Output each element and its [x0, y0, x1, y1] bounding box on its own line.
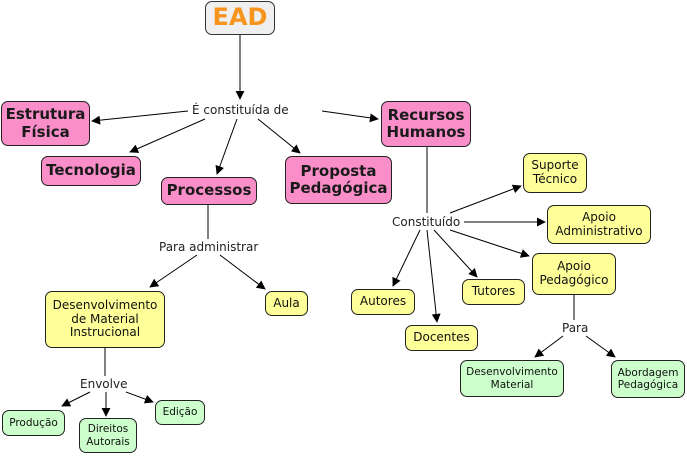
node-tecnologia[interactable]: Tecnologia [41, 156, 141, 186]
link-to-recursos-humanos [321, 110, 379, 123]
link-label-para-administrar: Para administrar [157, 240, 261, 254]
node-docentes[interactable]: Docentes [405, 325, 478, 351]
link-to-desenvolvimento-material [534, 335, 564, 358]
link-to-tutores [433, 229, 478, 278]
link-to-aula [219, 254, 266, 290]
node-tutores[interactable]: Tutores [462, 279, 525, 305]
node-proposta-pedagogica[interactable]: Proposta Pedagógica [285, 156, 392, 204]
link-to-suporte-tecnico [449, 184, 522, 214]
node-desenvolvimento-material-instrucional[interactable]: Desenvolvimento de Material Instrucional [45, 291, 165, 348]
link-label-envolve: Envolve [78, 377, 130, 391]
link-to-tecnologia [129, 118, 206, 153]
node-abordagem-pedagogica[interactable]: Abordagem Pedagógica [611, 360, 685, 398]
node-estrutura-fisica[interactable]: Estrutura Física [1, 101, 90, 146]
link-label-para: Para [560, 321, 591, 335]
node-processos[interactable]: Processos [161, 177, 257, 205]
link-to-edicao [125, 391, 154, 404]
node-ead[interactable]: EAD [205, 1, 275, 35]
link-to-abordagem-pedagogica [585, 335, 616, 358]
node-producao[interactable]: Produção [2, 410, 65, 436]
node-edicao[interactable]: Edição [155, 400, 205, 425]
node-apoio-pedagogico[interactable]: Apoio Pedagógico [532, 253, 616, 295]
node-desenvolvimento-material[interactable]: Desenvolvimento Material [460, 360, 564, 397]
link-to-apoio-pedagogico [449, 229, 530, 258]
link-label-constituido: Constituído [390, 215, 463, 229]
link-to-docentes [426, 229, 441, 323]
node-suporte-tecnico[interactable]: Suporte Técnico [523, 153, 587, 193]
node-autores[interactable]: Autores [351, 289, 415, 315]
node-recursos-humanos[interactable]: Recursos Humanos [381, 101, 471, 147]
link-to-estrutura-fisica [91, 110, 189, 125]
link-to-proposta [257, 118, 301, 154]
node-apoio-administrativo[interactable]: Apoio Administrativo [547, 205, 651, 244]
link-to-processos [215, 118, 238, 175]
link-to-autores [392, 229, 421, 287]
node-direitos-autorais[interactable]: Direitos Autorais [79, 418, 137, 453]
node-aula[interactable]: Aula [265, 291, 308, 316]
link-label-e-constituida-de: É constituída de [190, 103, 291, 117]
link-to-desenv-material-instrucional [149, 254, 198, 288]
link-to-producao [61, 391, 91, 407]
